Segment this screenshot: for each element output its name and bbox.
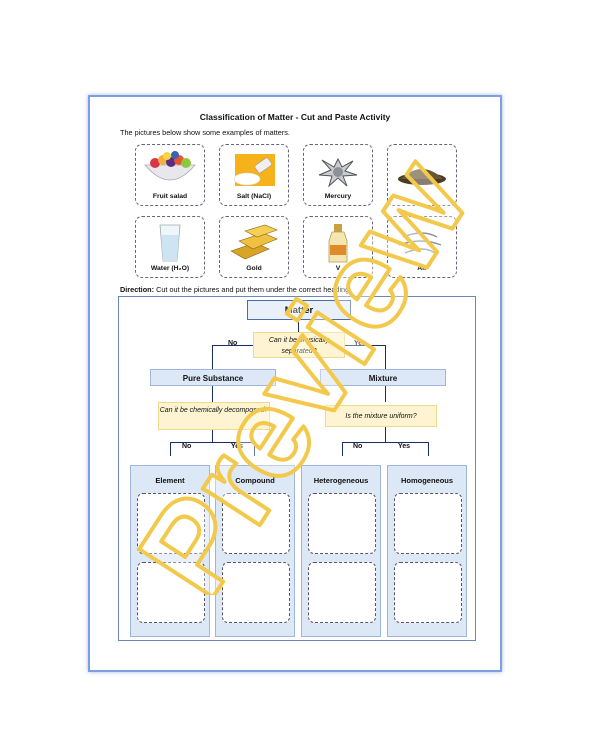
air-icon: [398, 232, 442, 254]
card-label: Water (H₂O): [150, 265, 190, 272]
salt-icon: [233, 154, 275, 186]
pure-substance-box: Pure Substance: [150, 369, 276, 386]
drop-slot[interactable]: [308, 493, 376, 554]
decompose-yes-label: Yes: [231, 443, 244, 450]
flowchart-frame: [118, 296, 476, 641]
card-label: Mercury: [324, 193, 352, 200]
gold-bars-icon: [230, 224, 278, 260]
drop-slot[interactable]: [222, 562, 290, 623]
uniform-yes-label: Yes: [398, 443, 411, 450]
card-salt: Salt (NaCl): [219, 144, 289, 206]
uniform-no-label: No: [353, 443, 363, 450]
branch-no-label: No: [228, 340, 238, 347]
card-fruit-salad: Fruit salad: [135, 144, 205, 206]
card-vinegar: V: [303, 216, 373, 278]
vinegar-bottle-icon: [328, 224, 348, 263]
card-label: Air: [417, 265, 427, 272]
drop-slot[interactable]: [137, 493, 205, 554]
column-title: Compound: [235, 476, 275, 485]
card-soil: [387, 144, 457, 206]
card-label: V: [335, 265, 341, 272]
column-homogeneous: Homogeneous: [387, 465, 467, 637]
soil-icon: [398, 169, 446, 185]
card-air: Air: [387, 216, 457, 278]
mercury-icon: [318, 157, 358, 188]
worksheet-page: Classification of Matter - Cut and Paste…: [88, 95, 502, 672]
drop-slot[interactable]: [394, 493, 462, 554]
drop-slot[interactable]: [137, 562, 205, 623]
intro-text: The pictures below show some examples of…: [120, 128, 290, 137]
direction-body: Cut out the pictures and put them under …: [156, 285, 350, 294]
fruit-salad-icon: [144, 151, 196, 181]
drop-slot[interactable]: [308, 562, 376, 623]
column-title: Heterogeneous: [313, 476, 369, 485]
direction-label: Direction:: [120, 285, 155, 294]
matter-box: Matter: [247, 300, 351, 320]
drop-slot[interactable]: [222, 493, 290, 554]
question-uniform: Is the mixture uniform?: [325, 405, 437, 427]
drop-slot[interactable]: [394, 562, 462, 623]
column-compound: Compound: [215, 465, 295, 637]
card-gold: Gold: [219, 216, 289, 278]
column-element: Element: [130, 465, 210, 637]
card-label: Gold: [246, 265, 262, 272]
question-decomposable: Can it be chemically decomposed?: [158, 402, 270, 430]
column-heterogeneous: Heterogeneous: [301, 465, 381, 637]
question-separable: Can it be physically separated?: [253, 332, 345, 358]
decompose-no-label: No: [182, 443, 192, 450]
card-water: Water (H₂O): [135, 216, 205, 278]
card-label: Fruit salad: [152, 193, 188, 200]
water-glass-icon: [159, 224, 181, 262]
direction-text: Direction: Cut out the pictures and put …: [120, 285, 349, 294]
mixture-box: Mixture: [320, 369, 446, 386]
card-mercury: Mercury: [303, 144, 373, 206]
branch-yes-label: Yes: [354, 340, 367, 347]
column-title: Element: [155, 476, 185, 485]
column-title: Homogeneous: [400, 476, 454, 485]
card-label: Salt (NaCl): [236, 193, 272, 200]
worksheet-title: Classification of Matter - Cut and Paste…: [199, 112, 391, 122]
